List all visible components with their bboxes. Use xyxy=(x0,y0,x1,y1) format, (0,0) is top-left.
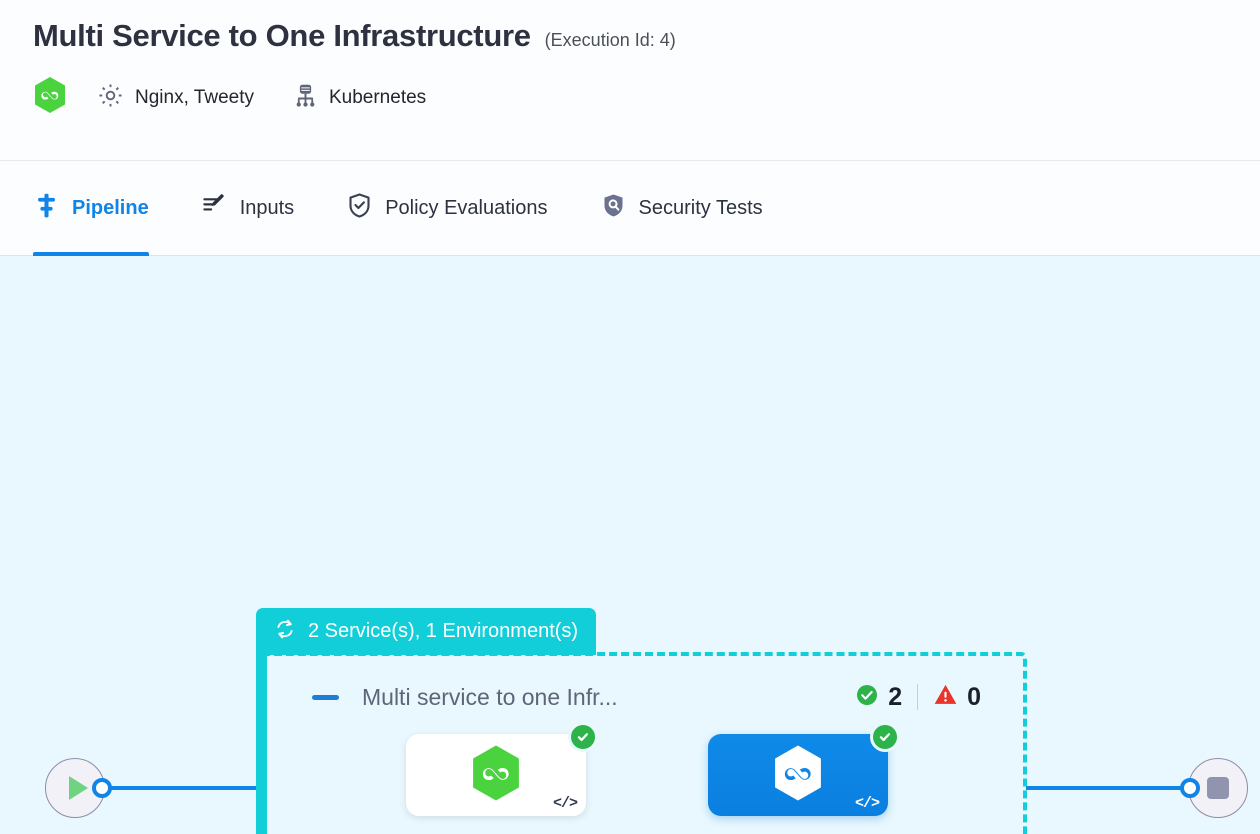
stop-icon xyxy=(1207,777,1229,799)
edge-group-to-end xyxy=(1026,786,1191,790)
gear-icon xyxy=(97,82,124,114)
group-nodes: </> (Nginx): Multi service to one... xyxy=(260,712,1023,834)
start-node-handle[interactable] xyxy=(92,778,112,798)
hexagon-infinity-logo-icon xyxy=(33,76,67,119)
infrastructure-label: Kubernetes xyxy=(328,86,427,108)
counter-divider xyxy=(917,684,919,710)
services-label: Nginx, Tweety xyxy=(135,86,254,108)
edit-lines-icon xyxy=(201,192,228,224)
tab-label: Policy Evaluations xyxy=(385,196,548,219)
group-banner[interactable]: 2 Service(s), 1 Environment(s) xyxy=(256,608,597,655)
tab-policy-evaluations[interactable]: Policy Evaluations xyxy=(346,160,569,256)
execution-id: (Execution Id: 4) xyxy=(544,30,676,50)
node-card-nginx[interactable]: </> xyxy=(406,722,598,816)
group-header-row: Multi service to one Infr... 2 xyxy=(260,656,1023,712)
hexagon-infinity-logo-icon xyxy=(469,744,523,807)
kubernetes-cluster-icon xyxy=(292,82,319,114)
check-circle-icon xyxy=(568,722,598,752)
node-card-tweety[interactable]: </> xyxy=(708,722,900,816)
pipeline-node: </> (Tweety, {"__uuid":... xyxy=(708,722,900,834)
page-header: Multi Service to One Infrastructure (Exe… xyxy=(0,0,1260,160)
group-title: Multi service to one Infr... xyxy=(362,683,618,710)
code-brackets-icon[interactable]: </> xyxy=(854,795,880,812)
success-counter: 2 xyxy=(855,683,902,712)
pipeline-node: </> (Nginx): Multi service to one... xyxy=(406,722,598,834)
check-circle-icon xyxy=(870,722,900,752)
warning-counter: 0 xyxy=(933,682,981,712)
group-banner-label: 2 Service(s), 1 Environment(s) xyxy=(308,620,579,642)
warning-count: 0 xyxy=(967,682,981,711)
tab-label: Pipeline xyxy=(72,196,149,219)
loop-repeat-icon xyxy=(273,617,297,647)
hexagon-infinity-logo-icon xyxy=(771,744,825,807)
group-accent-bar xyxy=(256,648,267,834)
group-counters: 2 0 xyxy=(855,682,981,712)
title-row: Multi Service to One Infrastructure (Exe… xyxy=(33,18,1260,54)
tab-label: Inputs xyxy=(239,196,295,219)
success-count: 2 xyxy=(888,682,903,711)
end-node-handle[interactable] xyxy=(1180,778,1200,798)
tab-bar: Pipeline Inputs Policy Evaluations xyxy=(0,160,1260,256)
check-circle-icon xyxy=(855,683,879,712)
tab-inputs[interactable]: Inputs xyxy=(201,160,316,256)
play-icon xyxy=(68,776,88,800)
code-brackets-icon[interactable]: </> xyxy=(552,795,578,812)
tab-security-tests[interactable]: Security Tests xyxy=(600,160,785,256)
header-meta-row: Nginx, Tweety Kubernetes xyxy=(33,76,1260,119)
pipeline-canvas: 2 Service(s), 1 Environment(s) Multi ser… xyxy=(0,256,1260,834)
tab-label: Security Tests xyxy=(638,196,763,219)
group-body: Multi service to one Infr... 2 xyxy=(256,652,1027,834)
page-title: Multi Service to One Infrastructure xyxy=(33,18,531,53)
edge-start-to-group xyxy=(100,786,265,790)
minus-icon[interactable] xyxy=(312,694,339,700)
tab-pipeline[interactable]: Pipeline xyxy=(33,160,171,256)
pipeline-icon xyxy=(33,192,60,224)
shield-search-icon xyxy=(600,192,627,224)
shield-check-icon xyxy=(346,192,373,224)
warning-triangle-icon xyxy=(933,682,958,712)
service-group: 2 Service(s), 1 Environment(s) Multi ser… xyxy=(256,608,1027,834)
